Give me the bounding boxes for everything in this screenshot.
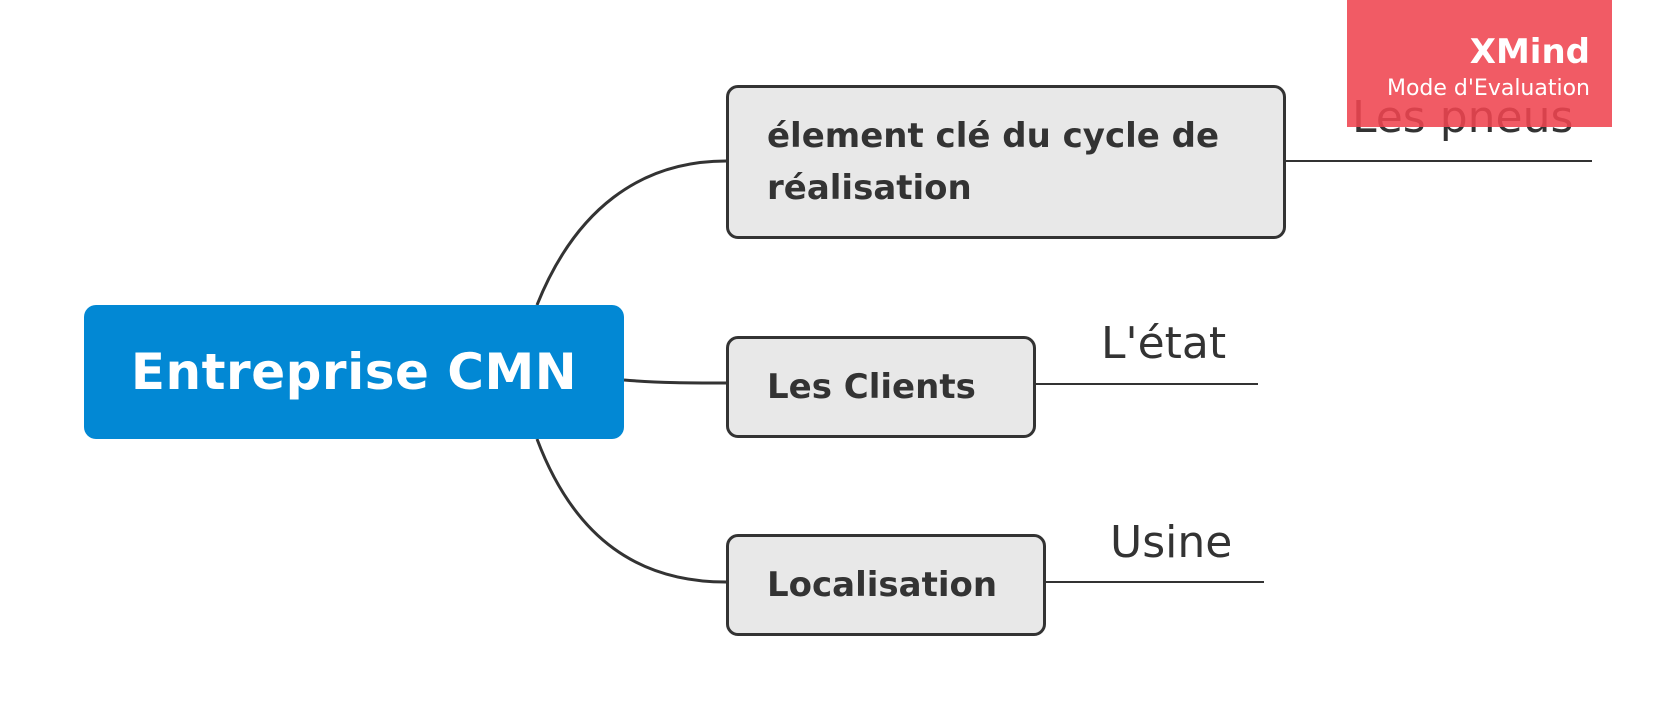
topic-label: Localisation xyxy=(767,565,998,605)
subtopic-l-etat[interactable]: L'état xyxy=(1101,318,1227,369)
evaluation-watermark: XMind Mode d'Evaluation xyxy=(1347,0,1612,127)
topic-les-clients[interactable]: Les Clients xyxy=(726,336,1036,438)
central-topic[interactable]: Entreprise CMN xyxy=(84,305,624,439)
topic-label: élement clé du cycle de réalisation xyxy=(767,116,1220,208)
topic-label: Les Clients xyxy=(767,367,976,407)
topic-localisation[interactable]: Localisation xyxy=(726,534,1046,636)
connector-central-to-topic-1 xyxy=(535,159,727,306)
connector-central-to-topic-2 xyxy=(623,378,727,385)
watermark-title: XMind xyxy=(1469,32,1590,72)
subtopic-usine[interactable]: Usine xyxy=(1110,517,1233,568)
connector-central-to-topic-3 xyxy=(535,438,727,584)
watermark-subtitle: Mode d'Evaluation xyxy=(1386,76,1590,101)
topic-cycle-realisation[interactable]: élement clé du cycle de réalisation xyxy=(726,85,1286,239)
